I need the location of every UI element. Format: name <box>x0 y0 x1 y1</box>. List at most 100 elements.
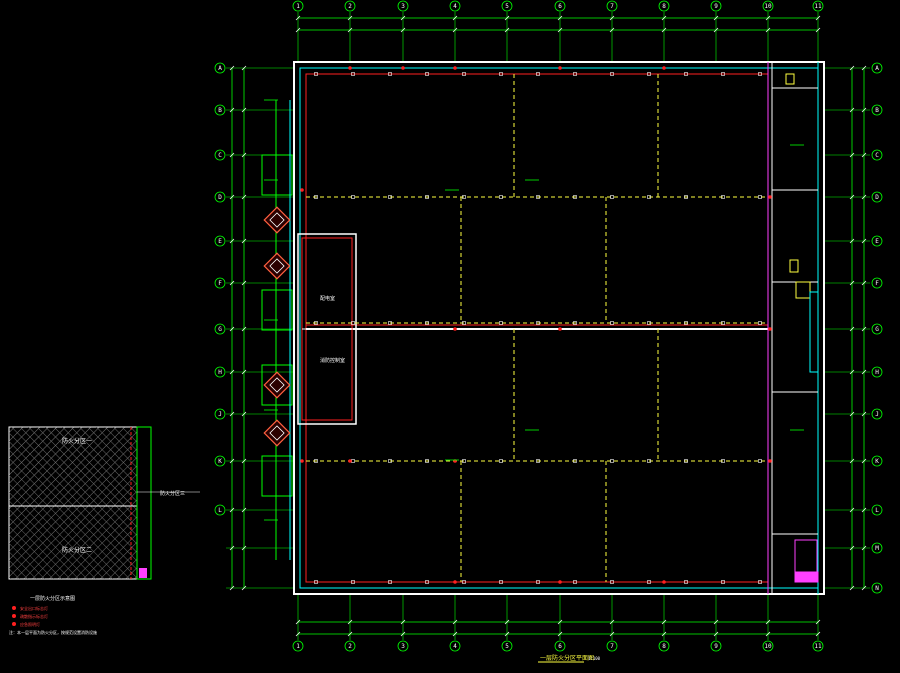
dimension-tick <box>713 619 719 625</box>
dimension-tick <box>815 15 821 21</box>
axis-bubble-ring <box>214 149 226 161</box>
column-mark <box>684 459 688 463</box>
drawing-scale: 1:100 <box>588 656 601 661</box>
column-mark <box>462 580 466 584</box>
axis-bubble-ring <box>214 235 226 247</box>
axis-bubble: 3 <box>397 0 409 12</box>
dimension-tick <box>452 27 458 33</box>
axis-bubble-label: F <box>218 280 222 287</box>
axis-bubble-label: 6 <box>558 643 562 650</box>
exit-mark <box>768 195 772 199</box>
dimension-tick <box>229 238 235 244</box>
column-mark <box>647 72 651 76</box>
axis-bubble-label: D <box>875 194 879 201</box>
axis-bubble-ring <box>871 323 883 335</box>
column-mark <box>425 321 429 325</box>
exit-mark <box>558 327 562 331</box>
axis-bubble-label: J <box>875 411 879 418</box>
axis-bubble-label: A <box>875 65 879 72</box>
dimension-tick <box>241 326 247 332</box>
column-mark <box>610 72 614 76</box>
axis-bubble-label: 4 <box>453 643 457 650</box>
axis-bubble-label: L <box>218 507 222 514</box>
column-mark <box>351 580 355 584</box>
dimension-tick <box>229 107 235 113</box>
dimension-tick <box>241 458 247 464</box>
exit-mark <box>662 580 666 584</box>
axis-bubble-ring <box>449 640 461 652</box>
hydrant-icon-inner <box>269 425 285 441</box>
hydrant-icon <box>263 206 291 234</box>
legend-dot-1 <box>12 606 16 610</box>
axis-bubble: 9 <box>710 640 722 652</box>
dimension-tick <box>241 194 247 200</box>
axis-bubble-label: L <box>875 507 879 514</box>
axis-bubble-ring <box>397 0 409 12</box>
axis-bubble: J <box>871 408 883 420</box>
axis-bubble: H <box>871 366 883 378</box>
column-mark <box>758 459 762 463</box>
dimension-tick <box>849 65 855 71</box>
dimension-tick <box>661 631 667 637</box>
axis-bubble: E <box>871 235 883 247</box>
exit-mark <box>453 580 457 584</box>
axis-bubble-label: 1 <box>296 3 300 10</box>
dimension-tick <box>241 65 247 71</box>
dimension-tick <box>861 507 867 513</box>
axis-bubble-ring <box>554 640 566 652</box>
dimension-tick <box>861 545 867 551</box>
dimension-tick <box>400 631 406 637</box>
axis-bubble-ring <box>658 640 670 652</box>
column-mark <box>425 580 429 584</box>
dimension-tick <box>295 27 301 33</box>
dimension-tick <box>861 65 867 71</box>
legend-dot-2 <box>12 614 16 618</box>
column-mark <box>351 72 355 76</box>
axis-bubble-ring <box>214 277 226 289</box>
equipment-marks <box>264 66 804 584</box>
axis-bubble-label: 10 <box>764 643 772 650</box>
hydrant-icon <box>263 371 291 399</box>
axis-bubble-label: H <box>218 369 222 376</box>
axis-bubble: D <box>871 191 883 203</box>
dimension-tick <box>861 194 867 200</box>
column-mark <box>536 459 540 463</box>
dimension-tick <box>295 15 301 21</box>
column-mark <box>758 195 762 199</box>
dimension-tick <box>452 15 458 21</box>
axis-bubble-label: J <box>218 411 222 418</box>
column-mark <box>721 459 725 463</box>
axis-bubble-ring <box>606 0 618 12</box>
column-mark <box>610 459 614 463</box>
axis-bubble: 10 <box>762 0 774 12</box>
column-mark <box>721 195 725 199</box>
column-mark <box>721 321 725 325</box>
dimension-tick <box>241 369 247 375</box>
column-mark <box>758 321 762 325</box>
column-mark <box>684 580 688 584</box>
axis-bubble: K <box>214 455 226 467</box>
column-mark <box>499 195 503 199</box>
hydrant-icon-outline <box>263 419 291 447</box>
axis-bubble: 9 <box>710 0 722 12</box>
axis-bubble: 6 <box>554 640 566 652</box>
dimension-tick <box>849 194 855 200</box>
axis-bubble-ring <box>871 542 883 554</box>
axis-bubble: F <box>214 277 226 289</box>
axis-bubble-ring <box>871 366 883 378</box>
hydrant-icon <box>263 252 291 280</box>
axis-bubble-ring <box>214 323 226 335</box>
column-mark <box>610 580 614 584</box>
exit-mark <box>558 580 562 584</box>
axis-bubble-ring <box>606 640 618 652</box>
column-mark <box>573 321 577 325</box>
column-mark <box>499 321 503 325</box>
axis-bubble-ring <box>812 0 824 12</box>
axis-bubble: E <box>214 235 226 247</box>
column-mark <box>536 72 540 76</box>
axis-bubble: N <box>871 582 883 594</box>
axis-bubble-ring <box>871 149 883 161</box>
axis-bubble-label: 3 <box>401 3 405 10</box>
dimension-tick <box>713 631 719 637</box>
